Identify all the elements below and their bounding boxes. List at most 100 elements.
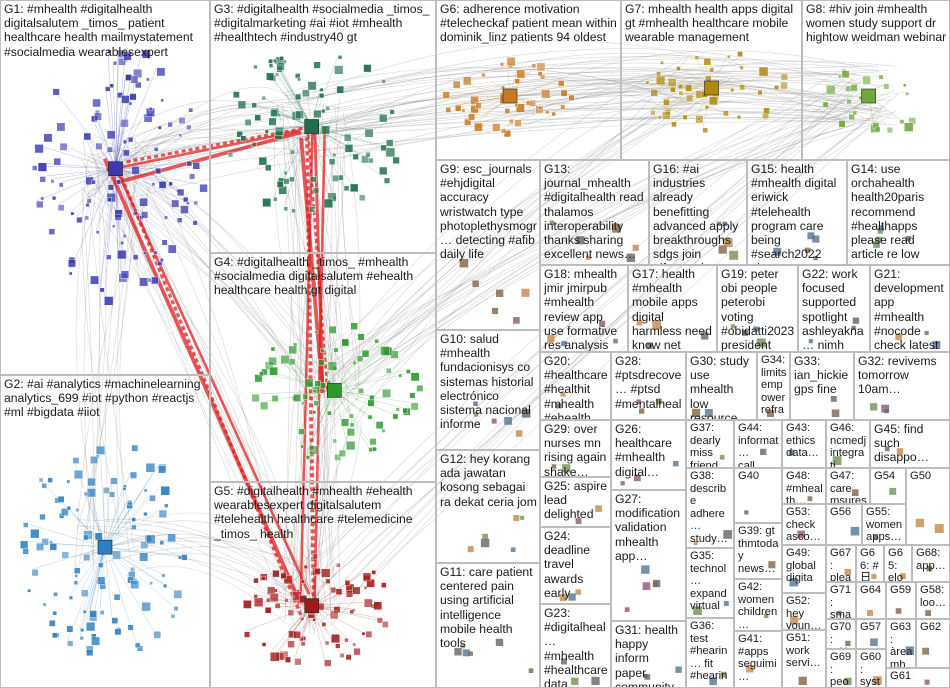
group-label-g12: G12: hey korang ada jawatan kosong sebag… — [440, 452, 537, 509]
group-cell-g1: G1: #mhealth #digitalhealth digitalsalut… — [0, 0, 210, 375]
group-label-g27: G27: modification validation mhealth app… — [615, 492, 683, 563]
group-cell-g36: G36: test #hearin… fit #hearin… — [686, 618, 734, 688]
group-label-g29: G29: over nurses mn rising again shake… — [544, 422, 608, 477]
group-cell-g34: G34: limits empower reframe role… — [757, 352, 790, 420]
group-cell-g45: G45: find such disappo… — [870, 420, 950, 468]
group-label-g34: G34: limits empower reframe role… — [761, 354, 787, 420]
group-label-g1: G1: #mhealth #digitalhealth digitalsalut… — [4, 2, 207, 59]
group-cell-g55: G55: women apps… — [862, 504, 906, 545]
group-cell-g20: G20: #healthcare #healthit #mhealth #ehe… — [540, 352, 611, 420]
group-label-g67: G67: plea… — [830, 547, 853, 582]
group-cell-g54: G54 — [870, 468, 906, 504]
group-cell-g4: G4: #digitalhealth _timos_ #mhealth #soc… — [210, 253, 436, 482]
group-label-g6: G6: adherence motivation #telecheckaf pa… — [440, 2, 618, 45]
group-cell-g19: G19: peter obi people peterobi voting #o… — [717, 265, 798, 352]
group-label-g38: G38: describe adhere… study… — [690, 470, 731, 546]
group-cell-g43: G43: ethics data… — [782, 420, 826, 468]
group-cell-g39: G39: gt thmtoday news… — [734, 523, 782, 579]
group-cell-g11: G11: care patient centered pain using ar… — [436, 563, 540, 688]
group-cell-g26: G26: healthcare #mhealth digital… — [611, 420, 686, 490]
group-label-g21: G21: development app #mhealth #nocode ch… — [874, 267, 947, 352]
group-label-g50: G50 — [910, 470, 947, 483]
group-cell-g3: G3: #digitalhealth #socialmedia _timos_ … — [210, 0, 436, 253]
group-label-g68: G68: app… — [916, 547, 947, 572]
group-label-g18: G18: mhealth jmir jmirpub #mhealth revie… — [544, 267, 625, 352]
group-cell-g15: G15: health #mhealth digital eriwick #te… — [747, 160, 847, 265]
group-cell-g37: G37: dearly miss friend… — [686, 420, 734, 468]
group-cell-g9: G9: esc_journals #ehjdigital accuracy wr… — [436, 160, 540, 330]
group-cell-g23: G23: #digitalheal… #mhealth #healthcare … — [540, 604, 611, 688]
group-cell-g6: G6: adherence motivation #telecheckaf pa… — [436, 0, 621, 160]
group-cell-g10: G10: salud #mhealth fundacionisys co sis… — [436, 330, 540, 450]
group-cell-g52: G52: hey youn… — [782, 593, 826, 630]
group-cell-g48: G48: #mhealth… — [782, 468, 826, 504]
group-label-g62: G62 — [920, 621, 947, 634]
group-label-g9: G9: esc_journals #ehjdigital accuracy wr… — [440, 162, 537, 261]
group-cell-g47: G47: care msurese… — [826, 468, 870, 504]
group-cell-g59: G59 — [886, 582, 916, 619]
group-cell-g44: G44: informat… call… — [734, 420, 782, 468]
group-label-g56: G56 — [830, 506, 859, 519]
group-label-g15: G15: health #mhealth digital eriwick #te… — [751, 162, 844, 265]
group-label-g25: G25: aspire lead delighted announce flt … — [544, 479, 608, 527]
group-cell-g58: G58: loo… — [916, 582, 950, 619]
group-label-g63: G63: àrea mh… — [890, 621, 913, 668]
group-cell-g71: G71: sma… — [826, 582, 856, 619]
group-cell-g2: G2: #ai #analytics #machinelearning anal… — [0, 375, 210, 688]
group-label-g48: G48: #mhealth… — [786, 470, 823, 504]
group-cell-g30: G30: study use mhealth low resource sett… — [686, 352, 757, 420]
group-cell-g21: G21: development app #mhealth #nocode ch… — [870, 265, 950, 352]
group-cell-g38: G38: describe adhere… study… — [686, 468, 734, 548]
group-label-g13: G13: journal_mhealth #digitalhealth read… — [544, 162, 646, 261]
group-label-g20: G20: #healthcare #healthit #mhealth #ehe… — [544, 354, 608, 420]
group-cell-g32: G32: revivems tomorrow 10am… — [854, 352, 950, 420]
group-label-g36: G36: test #hearin… fit #hearin… — [690, 620, 731, 688]
group-label-g14: G14: use orchahealth health20paris recom… — [851, 162, 947, 261]
group-label-g52: G52: hey youn… — [786, 595, 823, 630]
group-cell-g60: G60: syste… — [856, 649, 886, 688]
group-cell-g28: G28: #ptsdrecove… #ptsd #mentalheal… — [611, 352, 686, 420]
group-label-g17: G17: health #mhealth mobile apps digital… — [632, 267, 714, 352]
group-cell-g56: G56 — [826, 504, 862, 545]
group-label-g16: G16: #ai industries already benefitting … — [653, 162, 744, 265]
group-cell-g40: G40 — [734, 468, 782, 523]
group-label-g32: G32: revivems tomorrow 10am… — [858, 354, 947, 397]
group-cell-g18: G18: mhealth jmir jmirpub #mhealth revie… — [540, 265, 628, 352]
group-cell-g13: G13: journal_mhealth #digitalhealth read… — [540, 160, 649, 265]
group-label-g4: G4: #digitalhealth _timos_ #mhealth #soc… — [214, 255, 433, 298]
group-cell-g14: G14: use orchahealth health20paris recom… — [847, 160, 950, 265]
group-label-g71: G71: sma… — [830, 584, 853, 619]
group-label-g65: G65: elon… — [888, 547, 909, 582]
group-label-g24: G24: deadline travel awards early career… — [544, 529, 608, 604]
group-label-g60: G60: syste… — [860, 651, 883, 688]
group-label-g57: G57 — [860, 621, 883, 634]
group-cell-g25: G25: aspire lead delighted announce flt … — [540, 477, 611, 527]
group-label-g46: G46: ncmedj integrati… — [830, 422, 867, 468]
group-label-g31: G31: health happy inform paper community… — [615, 623, 683, 688]
group-label-g61: G61 — [890, 670, 947, 683]
group-cell-g31: G31: health happy inform paper community… — [611, 621, 686, 688]
group-label-g69: G69: peo… — [830, 651, 853, 688]
group-cell-g61: G61 — [886, 668, 950, 688]
group-label-g30: G30: study use mhealth low resource sett… — [690, 354, 754, 420]
group-label-g3: G3: #digitalhealth #socialmedia _timos_ … — [214, 2, 433, 45]
group-label-g66: G66: #日… — [860, 547, 881, 582]
group-cell-g42: G42: women children… — [734, 579, 782, 631]
group-label-g19: G19: peter obi people peterobi voting #o… — [721, 267, 795, 352]
group-cell-g70: G70: mHe… — [826, 619, 856, 649]
group-cell-g35: G35: technol… expand virtual… — [686, 548, 734, 618]
group-label-g45: G45: find such disappo… — [874, 422, 947, 465]
group-label-g28: G28: #ptsdrecove… #ptsd #mentalheal… — [615, 354, 683, 420]
group-label-g8: G8: #hiv join #mhealth women study suppo… — [806, 2, 947, 45]
group-label-g47: G47: care msurese… — [830, 470, 867, 504]
group-label-g5: G5: #digitalhealth #mhealth #ehealth wea… — [214, 484, 433, 541]
group-label-g58: G58: loo… — [920, 584, 947, 609]
group-label-g42: G42: women children… — [738, 581, 779, 631]
group-label-g11: G11: care patient centered pain using ar… — [440, 565, 537, 650]
group-label-g22: G22: work focused supported spotlight as… — [802, 267, 867, 352]
group-cell-g57: G57 — [856, 619, 886, 649]
group-cell-g46: G46: ncmedj integrati… — [826, 420, 870, 468]
group-label-g26: G26: healthcare #mhealth digital… — [615, 422, 683, 479]
group-cell-g5: G5: #digitalhealth #mhealth #ehealth wea… — [210, 482, 436, 688]
